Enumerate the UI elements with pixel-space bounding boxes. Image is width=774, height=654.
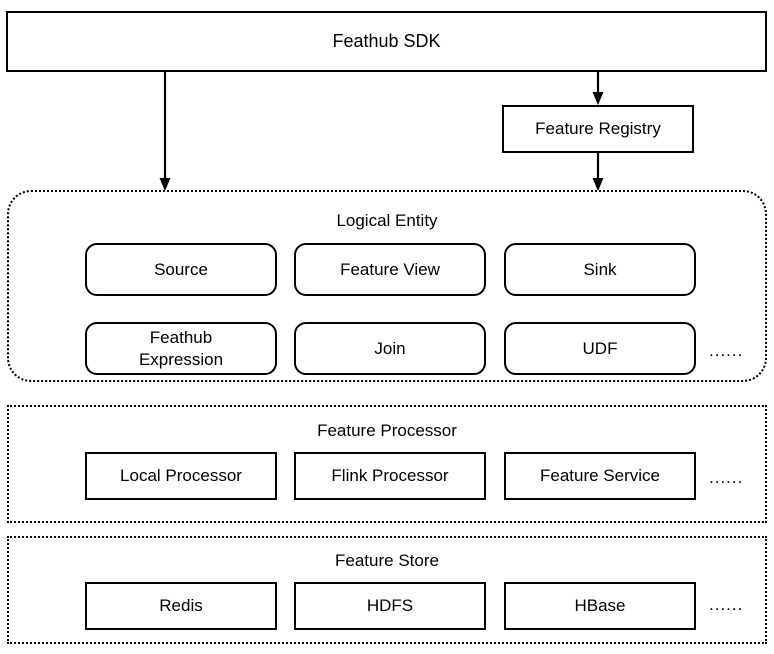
entity-source-label: Source xyxy=(154,259,208,279)
entity-feathub-expression-label: Feathub Expression xyxy=(139,327,223,370)
processor-local-processor[interactable]: Local Processor xyxy=(85,452,277,500)
store-hbase[interactable]: HBase xyxy=(504,582,696,630)
entity-feature-view[interactable]: Feature View xyxy=(294,243,486,296)
entity-udf-label: UDF xyxy=(582,338,618,358)
store-redis[interactable]: Redis xyxy=(85,582,277,630)
entity-source[interactable]: Source xyxy=(85,243,277,296)
entity-feathub-expression[interactable]: Feathub Expression xyxy=(85,322,277,375)
processor-feature-service[interactable]: Feature Service xyxy=(504,452,696,500)
entity-feathub-expression-line2: Expression xyxy=(138,349,224,369)
store-hbase-label: HBase xyxy=(574,596,626,616)
processor-flink-processor-label: Flink Processor xyxy=(331,466,449,486)
entity-feathub-expression-line1: Feathub xyxy=(149,328,213,348)
ellipsis-feature-store: ...... xyxy=(709,595,744,614)
store-redis-label: Redis xyxy=(159,596,203,616)
entity-join[interactable]: Join xyxy=(294,322,486,375)
section-feature-processor: Feature Processor Local Processor Flink … xyxy=(7,405,767,523)
feature-registry-label: Feature Registry xyxy=(535,118,661,138)
feature-registry-box[interactable]: Feature Registry xyxy=(502,105,694,153)
section-title-logical-entity: Logical Entity xyxy=(336,211,438,230)
arrow-feature-registry-to-logical-entity xyxy=(592,153,604,191)
processor-flink-processor[interactable]: Flink Processor xyxy=(294,452,486,500)
processor-feature-service-label: Feature Service xyxy=(540,466,660,486)
store-hdfs-label: HDFS xyxy=(366,596,414,616)
section-title-feature-processor: Feature Processor xyxy=(317,421,457,440)
entity-udf[interactable]: UDF xyxy=(504,322,696,375)
ellipsis-feature-processor: ...... xyxy=(709,468,744,487)
store-hdfs[interactable]: HDFS xyxy=(294,582,486,630)
entity-join-label: Join xyxy=(374,338,406,358)
entity-sink-label: Sink xyxy=(583,259,617,279)
entity-feature-view-label: Feature View xyxy=(340,259,440,279)
arrow-sdk-to-feature-registry xyxy=(592,72,604,105)
ellipsis-logical-entity: ...... xyxy=(709,341,744,360)
processor-local-processor-label: Local Processor xyxy=(120,466,242,486)
feathub-sdk-box[interactable]: Feathub SDK xyxy=(6,11,767,72)
entity-sink[interactable]: Sink xyxy=(504,243,696,296)
section-feature-store: Feature Store Redis HDFS HBase ...... xyxy=(7,536,767,644)
section-logical-entity: Logical Entity Source Feature View Sink … xyxy=(7,190,767,382)
arrow-sdk-to-logical-entity xyxy=(159,72,171,191)
section-title-feature-store: Feature Store xyxy=(335,551,439,570)
feathub-sdk-label: Feathub SDK xyxy=(332,30,441,51)
